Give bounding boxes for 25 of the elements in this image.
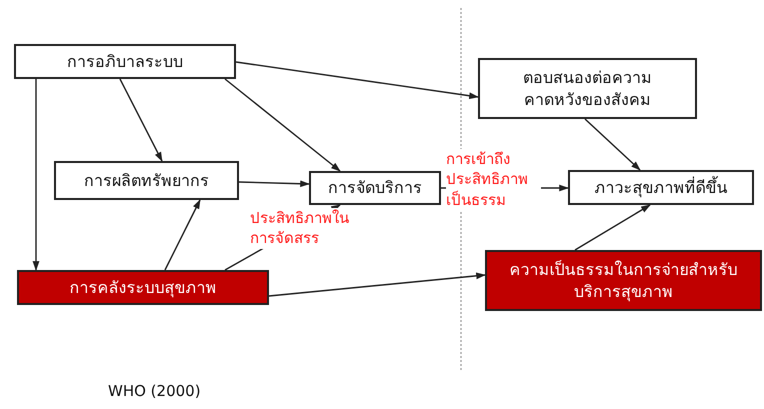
process-box [309,171,441,205]
process-box [568,170,754,205]
arrow [268,272,486,297]
process-box [14,44,236,79]
arrow [164,199,201,270]
node-text: ภาวะสุขภาพที่ดีขึ้น [594,176,728,198]
arrow [224,78,341,172]
node-text: ความเป็นธรรมในการจ่ายสำหรับบริการสุขภาพ [508,258,738,302]
node-text: การอภิบาลระบบ [67,50,183,72]
process-box [54,161,239,200]
arrow [236,61,479,100]
arrow [32,79,40,271]
source-note: WHO (2000) [108,382,201,400]
node-text: การจัดบริการ [328,177,422,199]
highlight-box [17,270,269,305]
arrow [119,78,163,162]
edge-label: การเข้าถึงประสิทธิภาพเป็นธรรม [446,149,541,210]
process-box [478,58,697,119]
arrow [574,204,651,251]
highlight-box [485,250,762,311]
node-text: ตอบสนองต่อความคาดหวังของสังคม [522,66,653,110]
node-text: การผลิตทรัพยากร [84,170,209,192]
arrow [584,118,641,171]
arrow [238,180,310,188]
node-text: การคลังระบบสุขภาพ [70,276,216,298]
